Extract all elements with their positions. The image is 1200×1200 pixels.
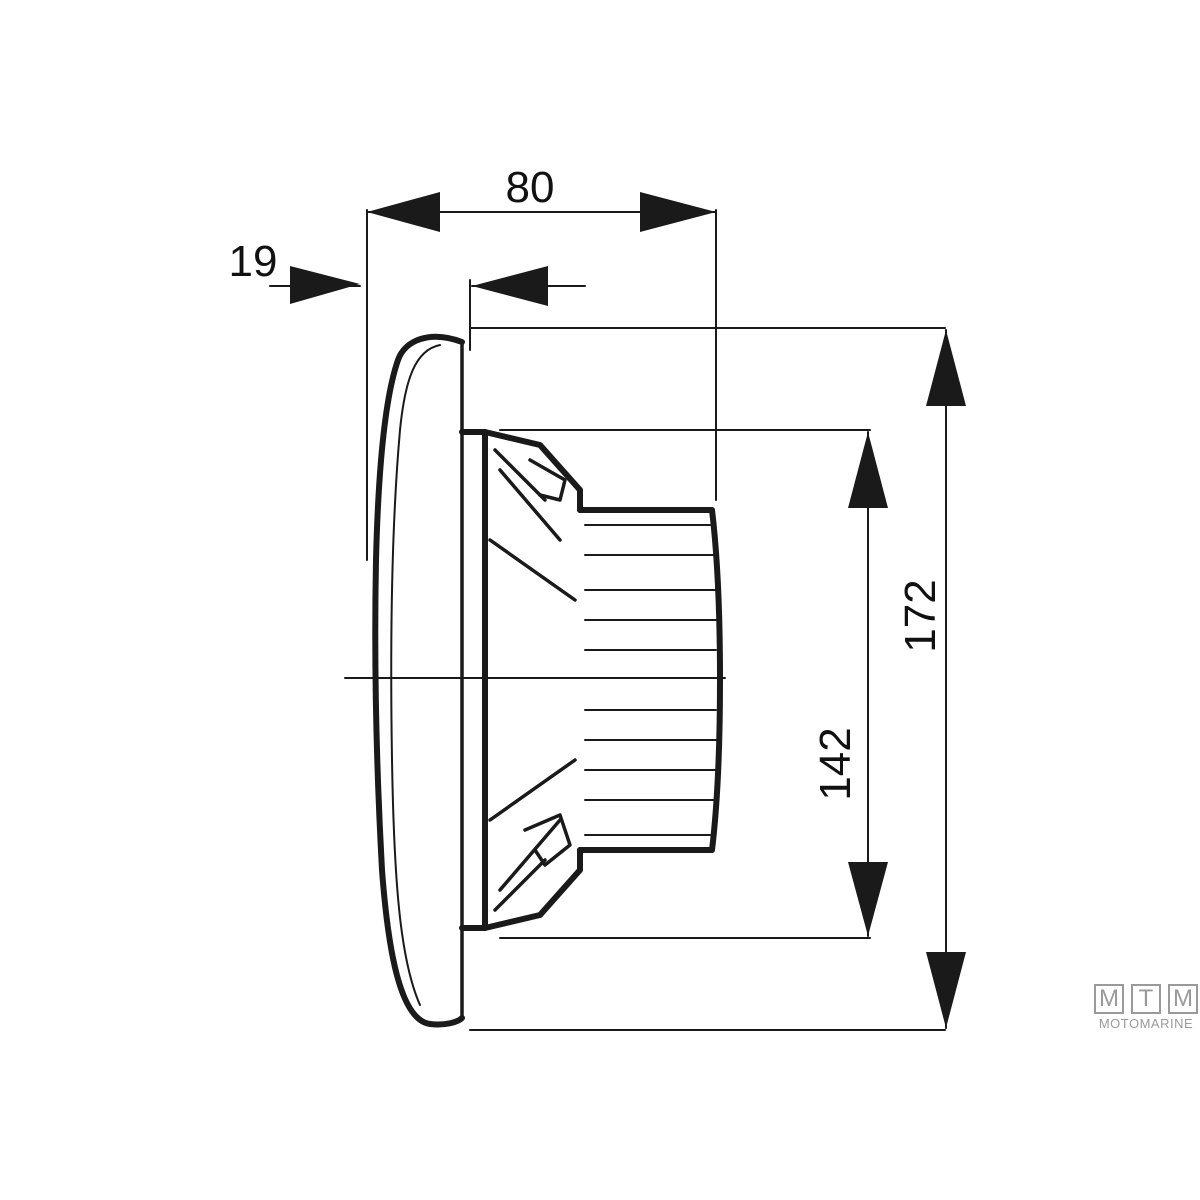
- dimension-142-label: 142: [811, 727, 860, 800]
- speaker-clip-top: [528, 458, 567, 502]
- motomarine-watermark-logo: M T M MOTOMARINE: [1094, 984, 1198, 1031]
- grille-inner-curve: [390, 344, 441, 1006]
- dimension-80-label: 80: [506, 163, 555, 212]
- speaker-front-grille: [372, 333, 465, 1028]
- speaker-basket-top: [482, 429, 583, 513]
- dimension-80-arrow-left: [367, 192, 440, 232]
- mounting-ring: [459, 429, 488, 931]
- dimension-172-arrow-bottom: [926, 952, 966, 1028]
- dimension-172-arrow-top: [926, 330, 966, 406]
- dimension-19-label: 19: [229, 237, 278, 286]
- logo-letter: M: [1168, 984, 1198, 1014]
- logo-letter: M: [1094, 984, 1124, 1014]
- logo-word: MOTOMARINE: [1098, 1016, 1194, 1031]
- speaker-clip-bottom: [523, 813, 572, 867]
- dimension-19-arrow-right: [472, 266, 548, 306]
- dimension-80-arrow-right: [640, 192, 716, 232]
- magnet-body: [577, 507, 723, 853]
- dimension-172-label: 172: [896, 579, 945, 652]
- magnet-ribs: [584, 524, 717, 836]
- dimension-142-arrow-bottom: [848, 862, 888, 936]
- dimension-19-arrow-left: [290, 266, 360, 304]
- logo-letters: M T M: [1094, 984, 1198, 1014]
- speaker-cone-lines: [488, 448, 577, 912]
- dimension-142-arrow-top: [848, 432, 888, 508]
- logo-letter: T: [1131, 984, 1161, 1014]
- speaker-basket-bottom: [482, 847, 583, 931]
